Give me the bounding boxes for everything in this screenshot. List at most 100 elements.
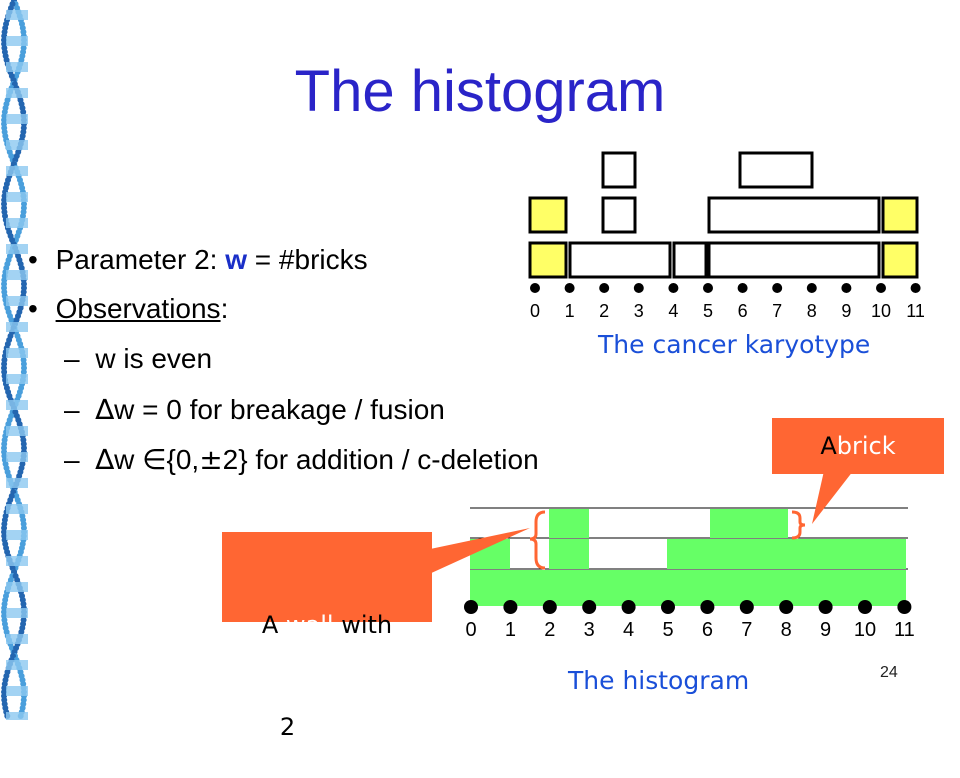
wall-brace bbox=[529, 510, 546, 570]
histogram-tick-label: 11 bbox=[894, 619, 915, 641]
wall-callout-count: 2 bbox=[279, 713, 303, 741]
karyotype-position-dot bbox=[564, 283, 575, 293]
sub-bullet-addition: – ∆w ∈{0,±2} for addition / c-deletion bbox=[64, 443, 539, 476]
delta-symbol: ∆ bbox=[95, 443, 115, 476]
histogram-position-dot bbox=[621, 600, 636, 614]
wall-callout-prefix: A bbox=[261, 611, 286, 639]
histogram-position-dot bbox=[700, 600, 715, 614]
karyotype-position-dot bbox=[530, 283, 540, 293]
wall-callout-text: A wall with 2 bricks bbox=[222, 540, 432, 778]
histogram-bar bbox=[667, 539, 906, 569]
karyotype-position-dot bbox=[737, 283, 748, 293]
histogram-tick-label: 1 bbox=[504, 619, 516, 641]
dna-strand-decoration bbox=[1, 0, 28, 720]
histogram-tick-label: 4 bbox=[623, 619, 635, 641]
karyotype-tick-label: 11 bbox=[906, 301, 925, 321]
histogram-position-dot bbox=[661, 600, 675, 614]
histogram-position-dot bbox=[503, 600, 518, 614]
histogram-position-dot bbox=[542, 600, 557, 614]
histogram-position-dot bbox=[779, 600, 794, 614]
karyotype-tick-label: 7 bbox=[772, 301, 783, 321]
dash-marker: – bbox=[64, 394, 80, 425]
wall-callout-line2: 2 bricks bbox=[222, 710, 432, 744]
brick-brace bbox=[791, 510, 806, 540]
brick-callout-box bbox=[772, 418, 944, 474]
bullet-parameter: • Parameter 2: w = #bricks bbox=[28, 244, 368, 276]
wall-callout-line1: A wall with bbox=[222, 608, 432, 642]
histogram-tick-label: 6 bbox=[701, 619, 713, 641]
sub3-set-open: {0, bbox=[166, 444, 200, 475]
wall-callout-suffix: with bbox=[333, 611, 393, 639]
param-prefix: Parameter 2: bbox=[55, 244, 226, 275]
karyotype-diagram bbox=[528, 151, 921, 293]
bullet-marker: • bbox=[28, 244, 38, 275]
observations-label: Observations bbox=[55, 293, 221, 324]
slide-number: 24 bbox=[880, 664, 898, 681]
karyotype-tick-label: 3 bbox=[633, 301, 644, 321]
brick-callout-word: brick bbox=[836, 432, 896, 460]
karyotype-brick bbox=[528, 241, 568, 279]
karyotype-brick bbox=[738, 151, 814, 189]
bullet-marker: • bbox=[28, 293, 38, 324]
slide-title: The histogram bbox=[294, 59, 666, 124]
karyotype-position-dot bbox=[633, 283, 644, 293]
wall-callout-word: wall bbox=[285, 611, 334, 639]
karyotype-position-dot bbox=[599, 283, 610, 293]
histogram-tick-label: 7 bbox=[741, 619, 753, 641]
histogram-position-dot bbox=[464, 600, 478, 614]
karyotype-brick bbox=[601, 196, 637, 234]
histogram-tick-label: 9 bbox=[820, 619, 832, 641]
karyotype-brick bbox=[707, 241, 881, 279]
karyotype-position-dot bbox=[910, 283, 921, 293]
histogram-diagram bbox=[222, 418, 944, 622]
karyotype-tick-label: 6 bbox=[737, 301, 748, 321]
sub-bullet-breakage: – ∆w = 0 for breakage / fusion bbox=[64, 393, 445, 426]
karyotype-brick bbox=[881, 241, 919, 279]
karyotype-brick bbox=[672, 241, 708, 279]
histogram-caption: The histogram bbox=[568, 666, 750, 695]
histogram-position-dot bbox=[818, 600, 833, 614]
histogram-position-dot bbox=[858, 600, 872, 614]
observations-colon: : bbox=[220, 293, 229, 324]
histogram-position-dot bbox=[739, 600, 754, 614]
brick-callout-pointer bbox=[812, 462, 860, 524]
histogram-bar bbox=[470, 570, 906, 606]
karyotype-tick-label: 4 bbox=[668, 301, 679, 321]
bullet-observations: • Observations: bbox=[28, 293, 228, 325]
histogram-position-dot bbox=[582, 600, 597, 614]
karyotype-tick-label: 2 bbox=[599, 301, 610, 321]
param-variable: w bbox=[225, 244, 248, 275]
dash-marker: – bbox=[64, 343, 80, 374]
karyotype-tick-label: 8 bbox=[806, 301, 817, 321]
histogram-tick-label: 0 bbox=[465, 619, 477, 641]
karyotype-brick bbox=[881, 196, 919, 234]
karyotype-brick bbox=[528, 196, 568, 234]
histogram-bar bbox=[710, 509, 788, 538]
karyotype-tick-label: 1 bbox=[564, 301, 575, 321]
sub3-w: w bbox=[114, 444, 143, 475]
karyotype-tick-label: 5 bbox=[702, 301, 713, 321]
histogram-bar bbox=[549, 539, 589, 569]
karyotype-position-dot bbox=[772, 283, 783, 293]
sub3-set-close: 2} bbox=[222, 444, 248, 475]
karyotype-tick-label: 9 bbox=[841, 301, 852, 321]
sub-bullet-even: – w is even bbox=[64, 343, 212, 375]
element-of-symbol: ∈ bbox=[142, 443, 167, 476]
brick-callout-text: A brick bbox=[772, 418, 944, 474]
karyotype-position-dot bbox=[876, 283, 886, 293]
dash-marker: – bbox=[64, 444, 80, 475]
karyotype-position-dot bbox=[841, 283, 852, 293]
wall-callout-pointer bbox=[416, 528, 530, 580]
karyotype-position-dot bbox=[668, 283, 679, 293]
histogram-position-dot bbox=[897, 600, 912, 614]
delta-symbol: ∆ bbox=[95, 393, 115, 426]
wall-callout-bricks-word: bricks bbox=[302, 713, 375, 741]
histogram-tick-label: 10 bbox=[853, 619, 877, 641]
sub2-text: w = 0 for breakage / fusion bbox=[114, 394, 445, 425]
histogram-bar bbox=[549, 509, 589, 538]
karyotype-position-dot bbox=[703, 283, 713, 293]
karyotype-position-dot bbox=[806, 283, 817, 293]
karyotype-caption: The cancer karyotype bbox=[598, 330, 871, 359]
histogram-tick-label: 3 bbox=[583, 619, 595, 641]
karyotype-brick bbox=[707, 196, 881, 234]
